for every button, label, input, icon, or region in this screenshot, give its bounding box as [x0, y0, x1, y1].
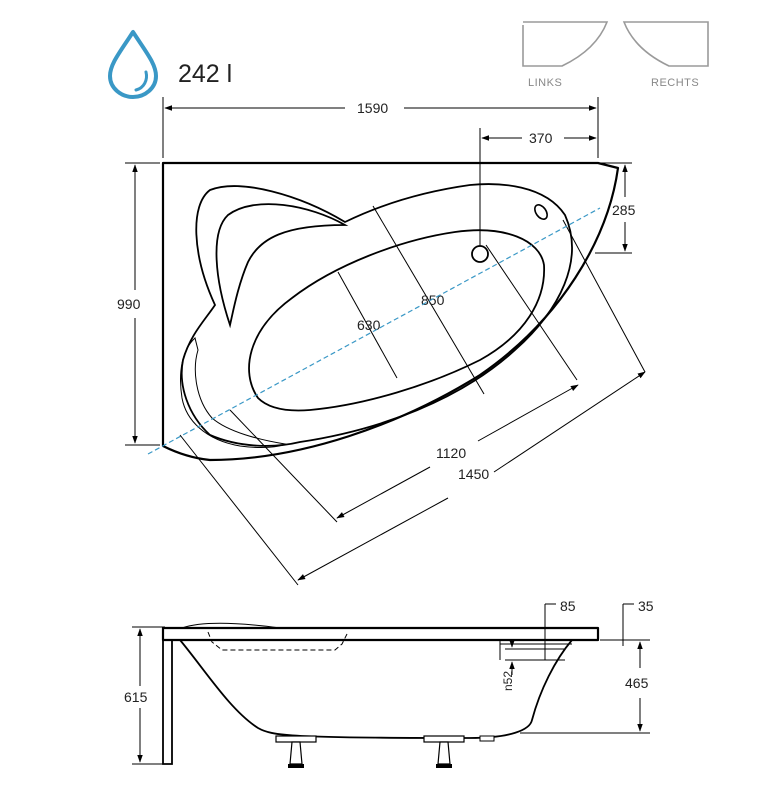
depth-dimension: [125, 162, 160, 446]
water-drop-icon: [108, 30, 158, 99]
drain-depth-label: 285: [612, 202, 636, 218]
inner-height-label: 465: [625, 675, 649, 691]
rim-thickness-label: 35: [638, 598, 654, 614]
side-tub-body: [179, 639, 573, 739]
total-height-dimension: [132, 626, 165, 765]
basin-outline: [248, 229, 545, 412]
drain-offset-label: 370: [529, 130, 553, 146]
bathtub-axis-line: [147, 207, 601, 455]
diagonal-length-dimension: [179, 371, 646, 586]
rim-width-dimension: [544, 603, 556, 660]
rim-width-label: 85: [560, 598, 576, 614]
drain-icon: [471, 245, 489, 263]
side-apron-panel: [162, 640, 173, 765]
bathtub-inner-rim: [180, 183, 573, 447]
bottom-length-label: 1120: [436, 445, 466, 461]
bottom-length-dimension: [229, 384, 579, 523]
drain-offset-dimension: [479, 128, 597, 255]
diagonal-length-label: 1450: [458, 466, 489, 482]
headrest-contour: [180, 337, 287, 448]
volume-label: 242 l: [178, 60, 232, 88]
bathtub-outline: [161, 161, 620, 462]
depth-label: 990: [117, 296, 141, 312]
overflow-label: n52: [501, 671, 515, 691]
backrest-contour: [215, 203, 349, 329]
left-orientation-icon: [522, 21, 609, 67]
rim-thickness-dimension: [622, 603, 634, 646]
inner-width-label: 630: [357, 317, 381, 333]
side-headrest-dashed: [207, 631, 349, 651]
overflow-icon: [534, 204, 548, 220]
drain-depth-dimension: [595, 162, 632, 254]
side-rim: [161, 626, 600, 642]
inner-length-label: 850: [421, 292, 445, 308]
side-feet: [275, 735, 495, 768]
inner-height-dimension: [520, 639, 650, 734]
width-dimension: [162, 97, 599, 158]
basin-dimension-lines: [337, 205, 646, 395]
total-height-label: 615: [124, 689, 148, 705]
side-headrest-top: [181, 622, 281, 629]
width-label: 1590: [357, 100, 388, 116]
overflow-dimension: [505, 639, 565, 675]
right-orientation-label: RECHTS: [651, 77, 699, 89]
left-orientation-label: LINKS: [528, 77, 562, 89]
right-orientation-icon: [622, 21, 709, 67]
